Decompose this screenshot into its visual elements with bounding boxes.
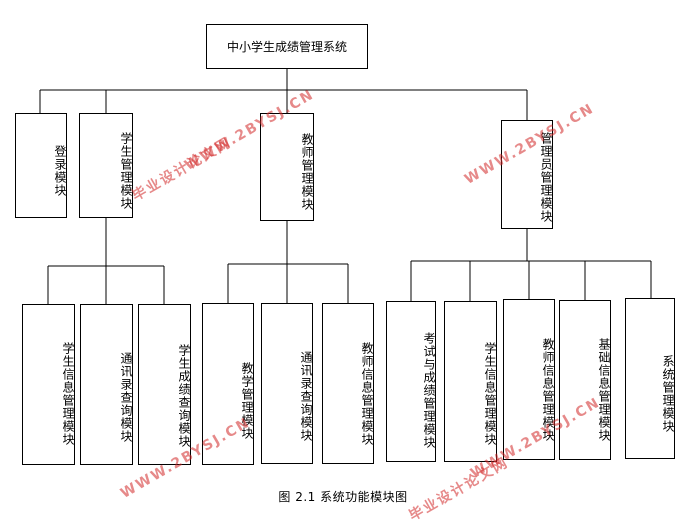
student-info-management-module-box: 学生信息管理模块	[22, 304, 75, 465]
teacher-management-module-box: 教师管理模块	[260, 113, 314, 221]
admin-management-module-box: 管理员管理模块	[501, 120, 553, 229]
admin-student-info-management-module-box: 学生信息管理模块	[444, 301, 497, 462]
student-management-module-box: 学生管理模块	[79, 113, 133, 218]
root-module-box: 中小学生成绩管理系统	[206, 24, 368, 69]
teacher-contacts-query-module-box: 通讯录查询模块	[261, 303, 313, 464]
student-contacts-query-module-box: 通讯录查询模块	[80, 304, 133, 465]
admin-teacher-info-management-module-box: 教师信息管理模块	[503, 299, 555, 460]
system-management-module-box: 系统管理模块	[625, 298, 675, 459]
figure-caption: 图 2.1 系统功能模块图	[278, 490, 408, 504]
teaching-management-module-box: 教学管理模块	[202, 303, 254, 465]
exam-grade-management-module-box: 考试与成绩管理模块	[386, 301, 436, 462]
teacher-info-management-module-box: 教师信息管理模块	[322, 303, 374, 464]
student-grade-query-module-box: 学生成绩查询模块	[138, 304, 191, 465]
basic-info-management-module-box: 基础信息管理模块	[559, 300, 611, 460]
login-module-box: 登录模块	[15, 113, 67, 218]
